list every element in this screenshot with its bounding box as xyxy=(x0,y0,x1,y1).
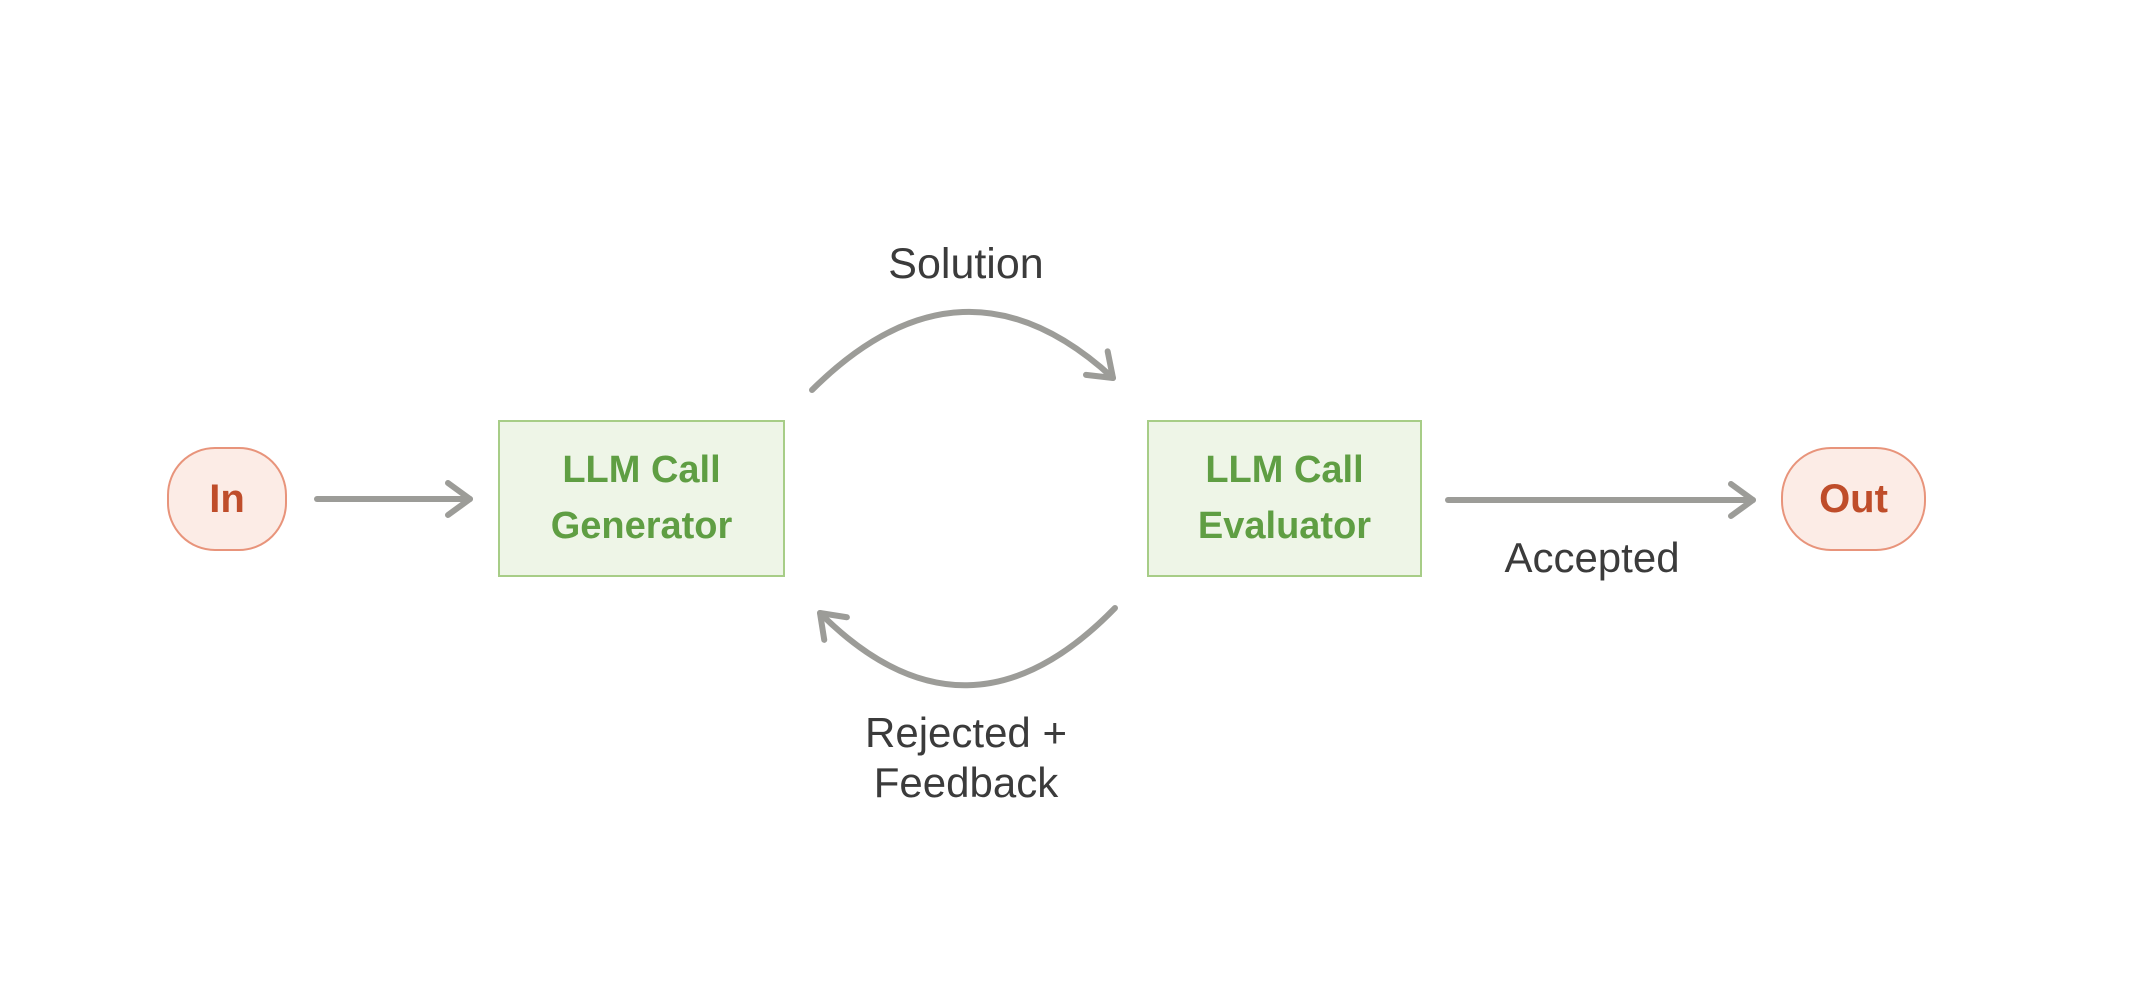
node-out: Out xyxy=(1781,447,1926,551)
node-in-label: In xyxy=(209,476,245,521)
node-generator-label: LLM Call Generator xyxy=(550,449,733,547)
edge-label-rejected-feedback: Rejected + Feedback xyxy=(865,709,1067,807)
node-evaluator-label: LLM Call Evaluator xyxy=(1197,449,1372,547)
node-llm-call-generator: LLM Call Generator xyxy=(498,420,785,577)
node-llm-call-evaluator: LLM Call Evaluator xyxy=(1147,420,1422,577)
node-in: In xyxy=(167,447,287,551)
node-out-label: Out xyxy=(1819,476,1888,521)
arrow-rejected-curve xyxy=(817,605,1118,689)
edge-label-solution: Solution xyxy=(888,240,1044,288)
arrow-solution-curve xyxy=(809,309,1116,393)
edge-label-accepted: Accepted xyxy=(1504,534,1680,581)
